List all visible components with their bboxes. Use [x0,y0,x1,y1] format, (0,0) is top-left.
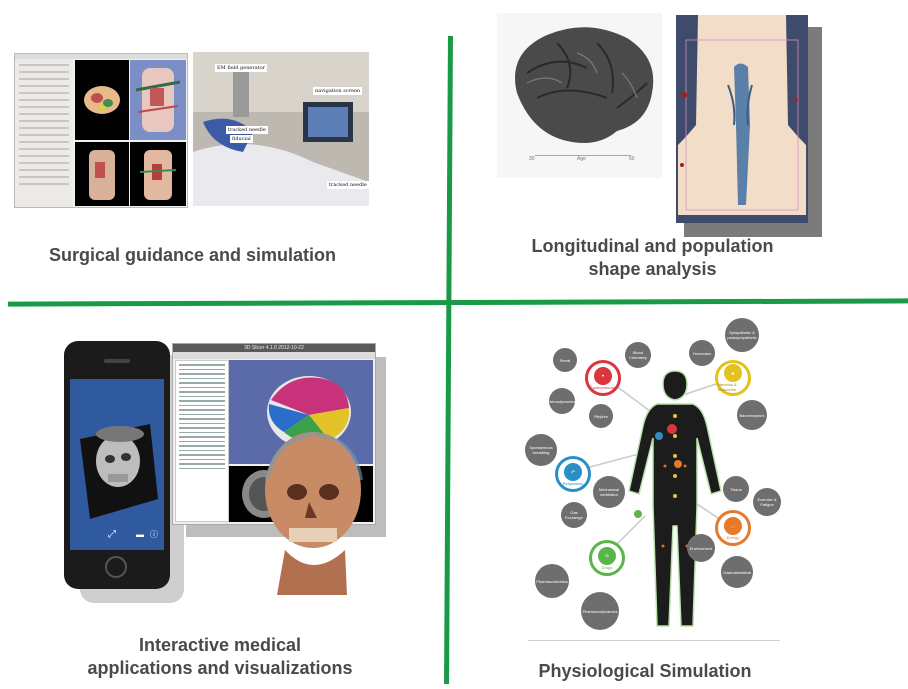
cardiovascular-label: Cardiovascular [589,384,617,390]
caption-longitudinal-line2: shape analysis [588,259,717,279]
physiology-diagram: ♥ Cardiovascular ✺ Nervous & Endocrine ☍… [525,316,781,641]
lungs-icon: ☍ [564,462,582,481]
caption-surgical: Surgical guidance and simulation [48,245,337,265]
navigation-screen-label: navigation screen [313,87,363,95]
bowl-icon: ◡ [724,516,742,535]
bubble-blood-chemistry: Blood Chemistry [625,342,651,368]
bubble-hormones: Hormones [689,340,715,366]
phone-home-button[interactable] [105,556,127,578]
caption-interactive: Interactive medical applications and vis… [60,634,380,680]
bubble-baroreceptors: Baroreceptors [737,400,767,430]
age-axis-label: Age [577,156,586,162]
bubble-hemodynamics: Hemodynamics [548,388,576,414]
caption-longitudinal-line1: Longitudinal and population [531,236,774,256]
drugs-label: Drugs [601,564,613,570]
surgical-photo: EM field generator navigation screen tra… [193,52,369,206]
fullscreen-icon[interactable]: ⤢ [108,529,116,540]
bubble-pharmacokinetics: Pharmacokinetics [535,564,569,598]
bubble-pharmacodynamics: Pharmacodynamics [581,592,619,630]
system-energy: ◡ Energy [715,510,751,546]
module-tree-panel [175,360,229,522]
brain-icon: ✺ [724,364,742,382]
fiducial-label: fiducial [230,135,253,143]
caption-interactive-line2: applications and visualizations [87,658,353,678]
tracked-needle-label: tracked needle [226,126,268,134]
bubble-rhythm: Rhythm [589,404,613,428]
info-icon[interactable]: ⓘ [150,530,158,539]
caption-longitudinal: Longitudinal and population shape analys… [510,235,795,281]
system-respiratory: ☍ Respiratory [555,456,591,492]
respiratory-label: Respiratory [562,480,584,486]
phone-screen: ⤢ ▬ ⓘ [70,379,164,550]
age-end: 60 [629,156,635,162]
mobile-phone: ⤢ ▬ ⓘ [64,341,170,589]
physio-baseline [528,640,780,641]
bubble-environment: Environment [687,534,715,562]
bubble-sympathetic: Sympathetic & parasympathetic [725,318,759,352]
window-title: 3D Slicer 4.1.0 2012-10-22 [173,344,375,352]
energy-label: Energy [726,534,740,540]
age-start: 30 [529,156,535,162]
tracked-needle-label-2: tracked needle [327,181,369,189]
pill-icon: ⬭ [598,546,616,565]
bubble-exercise: Exercise & Fatigue [753,488,781,516]
bubble-gas-exchange: Gas Exchange [561,502,587,528]
nervous-label: Nervous & Endocrine [718,382,737,392]
brain-render: 30 Age 60 [497,13,662,178]
system-cardiovascular: ♥ Cardiovascular [585,360,621,396]
phone-speaker [104,359,130,363]
bubble-gastrointestinal: Gastrointestinal [721,556,753,588]
vertical-divider [444,35,453,685]
horizontal-divider [7,298,908,307]
bubble-spontaneous-breathing: Spontaneous breathing [525,434,557,466]
skull-render [255,420,370,595]
slicer-screenshot [14,53,188,208]
folder-icon[interactable]: ▬ [136,530,144,539]
em-field-label: EM field generator [215,64,268,72]
bubble-renal: Renal [553,348,577,372]
system-drugs: ⬭ Drugs [589,540,625,576]
bubble-tissue: Tissue [723,476,749,502]
bubble-mechanical-ventilation: Mechanical ventilation [593,476,625,508]
caption-interactive-line1: Interactive medical [138,635,302,655]
caption-physiological: Physiological Simulation [538,661,752,681]
system-nervous: ✺ Nervous & Endocrine [715,360,751,396]
heart-icon: ♥ [594,366,612,385]
head-airway-render [676,15,808,223]
